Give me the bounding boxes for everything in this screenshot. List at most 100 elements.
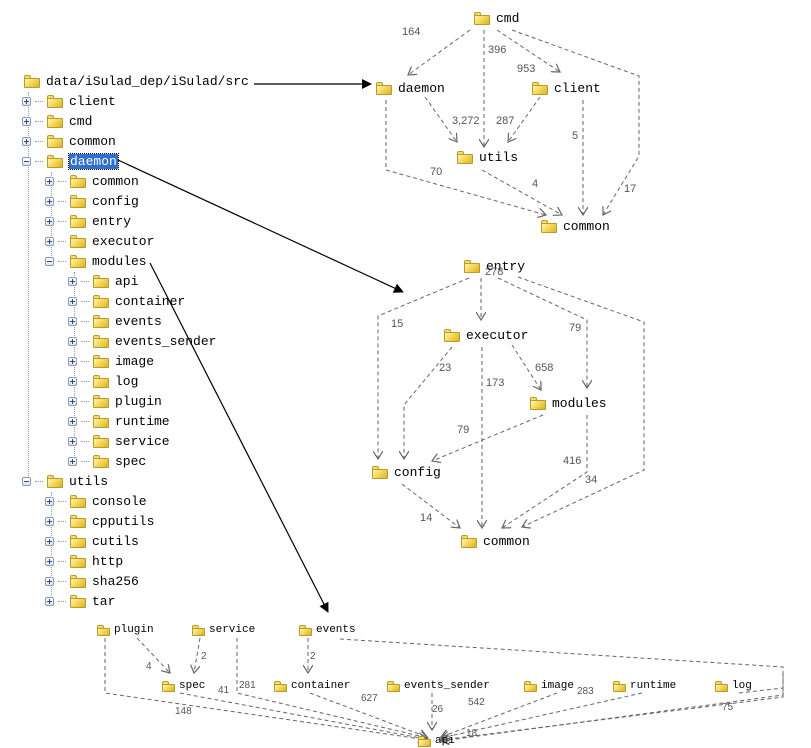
tree-item[interactable]: events: [68, 311, 162, 331]
folder-icon: [47, 114, 63, 128]
expand-icon[interactable]: [22, 136, 31, 146]
expand-icon[interactable]: [68, 356, 77, 366]
expand-icon[interactable]: [22, 96, 31, 106]
expand-icon[interactable]: [45, 496, 54, 506]
collapse-icon[interactable]: [45, 256, 54, 266]
tree-item[interactable]: common: [22, 131, 116, 151]
expand-icon[interactable]: [22, 116, 31, 126]
graph-node-events[interactable]: events: [299, 624, 356, 636]
edge-weight-label: 173: [486, 377, 505, 389]
graph-node-plugin[interactable]: plugin: [97, 624, 154, 636]
edge-weight-label: 23: [439, 362, 452, 374]
tree-connector: [81, 280, 89, 282]
graph-node-label: client: [554, 81, 601, 96]
graph-node-executor[interactable]: executor: [444, 328, 528, 343]
expand-icon[interactable]: [45, 536, 54, 546]
tree-item[interactable]: modules: [45, 251, 147, 271]
graph-node-label: executor: [466, 328, 529, 343]
dependency-edge-cmd-to-daemon: [408, 29, 471, 75]
graph-node-spec[interactable]: spec: [162, 680, 205, 692]
tree-connector: [58, 180, 66, 182]
dependency-edge-entry-to-modules: [497, 277, 587, 388]
expand-icon[interactable]: [68, 336, 77, 346]
expand-icon[interactable]: [45, 216, 54, 226]
tree-item[interactable]: log: [68, 371, 138, 391]
tree-root[interactable]: data/iSulad_dep/iSulad/src: [24, 71, 249, 91]
graph-node-client[interactable]: client: [532, 81, 601, 96]
tree-item[interactable]: executor: [45, 231, 154, 251]
tree-connector: [35, 140, 43, 142]
expand-icon[interactable]: [45, 596, 54, 606]
expand-icon[interactable]: [45, 516, 54, 526]
collapse-icon[interactable]: [22, 476, 31, 486]
folder-icon: [70, 194, 86, 208]
expand-icon[interactable]: [68, 396, 77, 406]
expand-icon[interactable]: [68, 456, 77, 466]
tree-item[interactable]: sha256: [45, 571, 139, 591]
daemon-to-daemon-graph-arrow: [117, 159, 404, 293]
tree-item[interactable]: console: [45, 491, 147, 511]
collapse-icon[interactable]: [22, 156, 31, 166]
folder-icon: [162, 680, 175, 692]
expand-icon[interactable]: [45, 556, 54, 566]
dependency-edge-plugin-to-api: [104, 638, 428, 740]
graph-node-api[interactable]: api: [418, 735, 455, 747]
graph-node-common[interactable]: common: [541, 219, 610, 234]
graph-node-label: daemon: [398, 81, 445, 96]
tree-item[interactable]: config: [45, 191, 139, 211]
tree-item[interactable]: api: [68, 271, 138, 291]
graph-node-label: runtime: [630, 680, 677, 692]
graph-node-utils[interactable]: utils: [457, 150, 518, 165]
tree-item[interactable]: entry: [45, 211, 131, 231]
expand-icon[interactable]: [68, 436, 77, 446]
tree-item[interactable]: daemon: [22, 151, 119, 171]
dependency-edge-entry-to-config: [378, 277, 470, 459]
graph-node-cmd[interactable]: cmd: [474, 11, 519, 26]
graph-node-service[interactable]: service: [192, 624, 255, 636]
graph-node-label: cmd: [496, 11, 520, 26]
tree-connector: [35, 480, 43, 482]
tree-item[interactable]: service: [68, 431, 170, 451]
tree-item[interactable]: http: [45, 551, 123, 571]
tree-item[interactable]: image: [68, 351, 154, 371]
dependency-edge-runtime-to-api: [441, 692, 643, 738]
graph-node-modules[interactable]: modules: [530, 396, 607, 411]
graph-node-log[interactable]: log: [715, 680, 752, 692]
graph-node-common[interactable]: common: [461, 534, 530, 549]
expand-icon[interactable]: [68, 276, 77, 286]
tree-item[interactable]: spec: [68, 451, 146, 471]
expand-icon[interactable]: [45, 196, 54, 206]
expand-icon[interactable]: [45, 576, 54, 586]
expand-icon[interactable]: [68, 416, 77, 426]
edge-weight-label: 34: [585, 474, 598, 486]
graph-node-events-sender[interactable]: events_sender: [387, 680, 490, 692]
expand-icon[interactable]: [45, 236, 54, 246]
tree-item[interactable]: common: [45, 171, 139, 191]
graph-node-entry[interactable]: entry: [464, 259, 525, 274]
tree-item[interactable]: cutils: [45, 531, 139, 551]
tree-item-label: executor: [92, 233, 155, 249]
folder-icon: [70, 214, 86, 228]
tree-item[interactable]: utils: [22, 471, 108, 491]
dependency-edge-modules-to-common: [502, 415, 588, 528]
graph-node-runtime[interactable]: runtime: [613, 680, 676, 692]
tree-connector: [58, 520, 66, 522]
expand-icon[interactable]: [68, 376, 77, 386]
tree-item[interactable]: client: [22, 91, 116, 111]
dependency-edge-cmd-to-client: [496, 29, 560, 72]
expand-icon[interactable]: [68, 316, 77, 326]
graph-node-config[interactable]: config: [372, 465, 441, 480]
tree-connector: [58, 240, 66, 242]
expand-icon[interactable]: [68, 296, 77, 306]
tree-item[interactable]: cpputils: [45, 511, 154, 531]
tree-item[interactable]: runtime: [68, 411, 170, 431]
tree-item[interactable]: cmd: [22, 111, 92, 131]
graph-node-container[interactable]: container: [274, 680, 350, 692]
graph-node-daemon[interactable]: daemon: [376, 81, 445, 96]
tree-item[interactable]: plugin: [68, 391, 162, 411]
expand-icon[interactable]: [45, 176, 54, 186]
graph-node-image[interactable]: image: [524, 680, 574, 692]
tree-item[interactable]: tar: [45, 591, 115, 611]
edge-weight-label: 41: [218, 685, 230, 696]
